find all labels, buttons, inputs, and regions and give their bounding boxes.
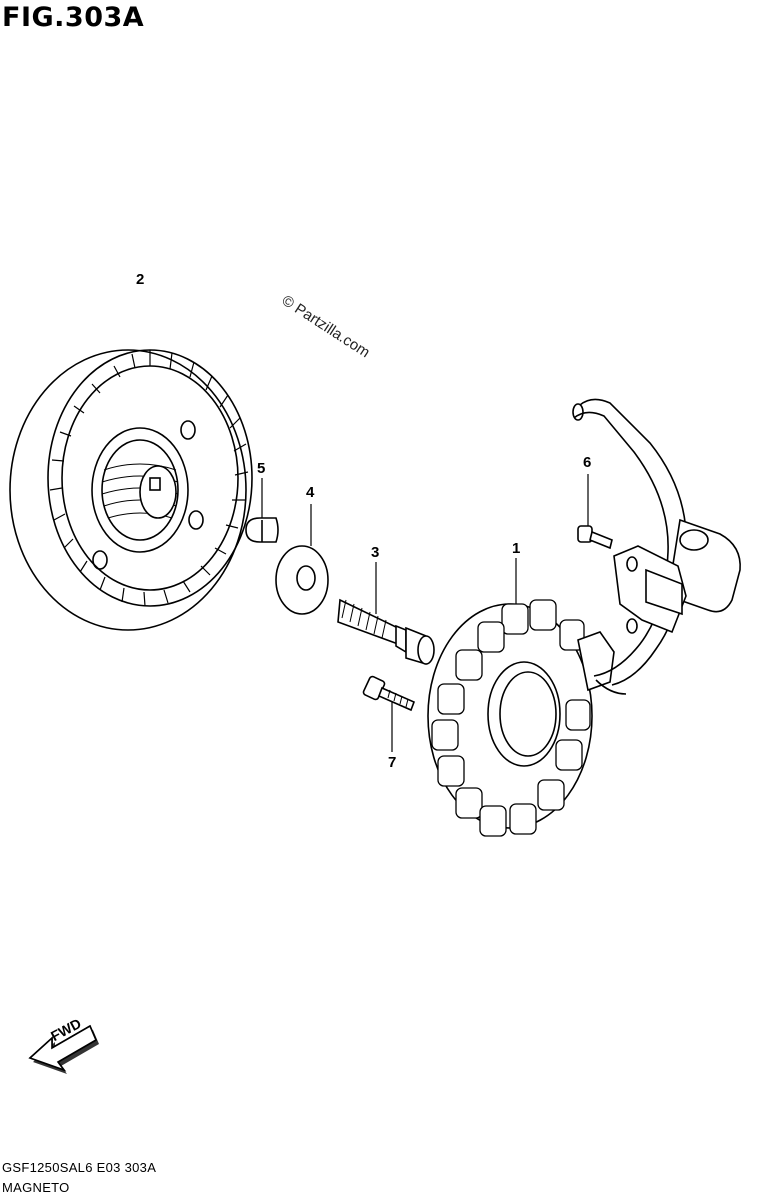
- callout-1: 1: [512, 540, 521, 557]
- clamp-screw: [577, 525, 613, 550]
- callout-6: 6: [583, 454, 592, 471]
- washer: [275, 545, 329, 615]
- stator: [427, 599, 615, 837]
- forward-arrow-icon: [28, 1024, 99, 1074]
- callout-5: 5: [257, 460, 266, 477]
- callout-2: 2: [136, 271, 145, 288]
- grommet: [667, 518, 741, 613]
- callout-4: 4: [306, 484, 315, 501]
- stator-screw: [362, 675, 416, 712]
- callout-3: 3: [371, 544, 380, 561]
- rotor-flywheel: [9, 349, 253, 631]
- woodruff-key: [245, 517, 279, 543]
- figure-code: GSF1250SAL6 E03 303A: [2, 1160, 157, 1175]
- leader-lines: [261, 474, 589, 752]
- figure-title: FIG.303A: [2, 2, 145, 33]
- figure-name: MAGNETO: [2, 1180, 70, 1195]
- callout-7: 7: [388, 754, 397, 771]
- wire-clamp: [613, 545, 687, 634]
- rotor-bolt: [337, 598, 435, 665]
